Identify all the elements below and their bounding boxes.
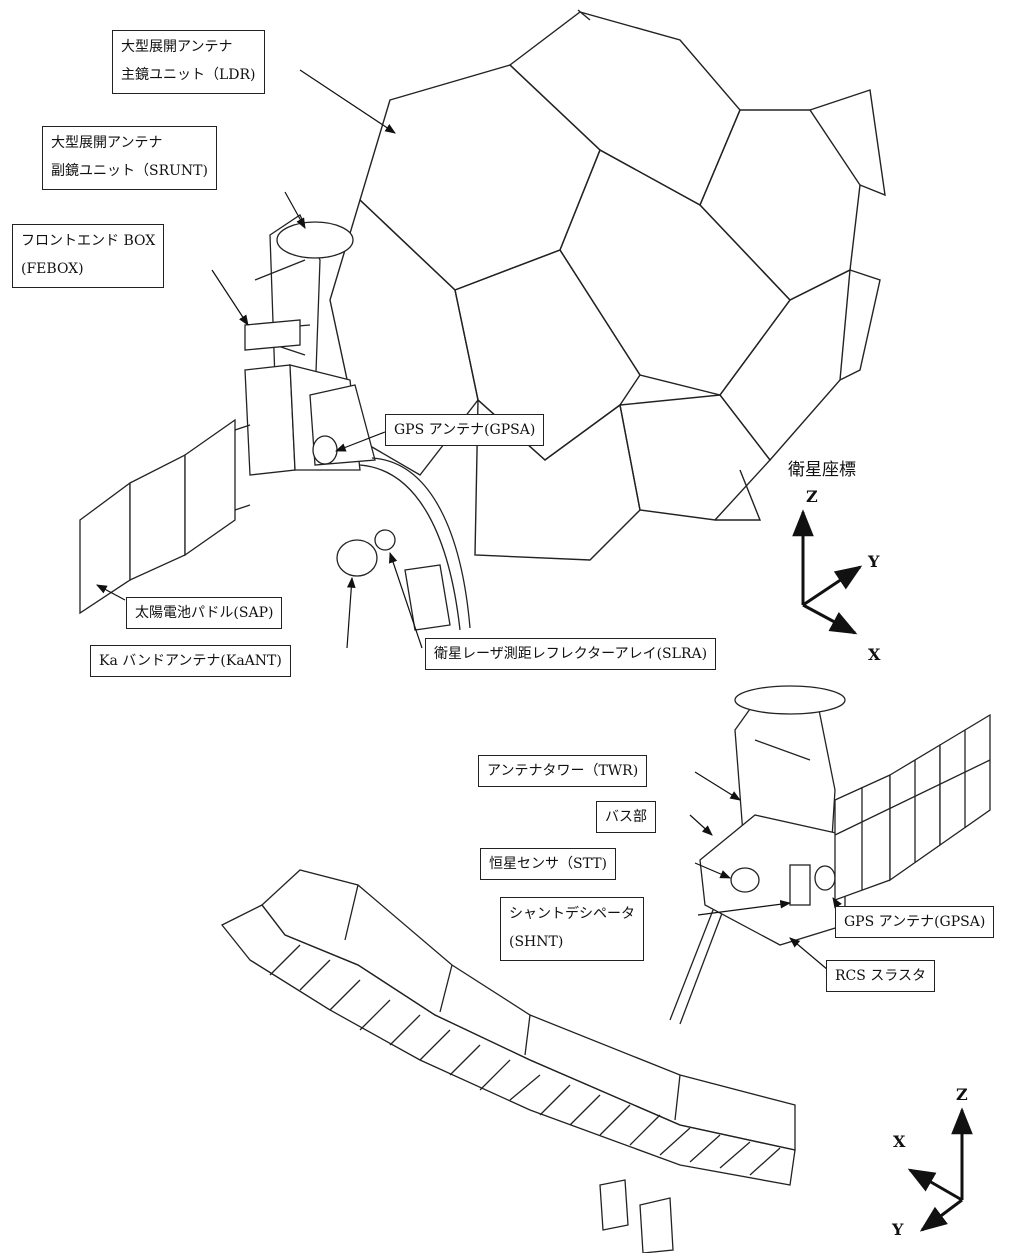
label-twr: アンテナタワー（TWR): [478, 755, 648, 787]
axis-title: 衛星座標: [788, 460, 856, 480]
bottom-bus-structure: [699, 685, 846, 946]
label-srunt: 大型展開アンテナ 副鏡ユニット（SRUNT): [42, 126, 217, 190]
top-leader-lines: [96, 69, 423, 649]
top-axis-z: Z: [806, 487, 818, 506]
label-gpsa-bottom: GPS アンテナ(GPSA): [835, 906, 995, 938]
bottom-reflector: [220, 869, 796, 1253]
bottom-solar-paddle: [834, 713, 991, 901]
bottom-axis-y: Y: [892, 1220, 904, 1239]
label-gpsa-top: GPS アンテナ(GPSA): [385, 414, 545, 446]
label-sap: 太陽電池パドル(SAP): [126, 597, 283, 629]
bottom-axis-x: X: [893, 1132, 906, 1151]
label-stt: 恒星センサ（STT): [480, 848, 616, 880]
top-axis-y: Y: [868, 552, 880, 571]
label-kaant: Ka バンドアンテナ(KaANT): [90, 645, 291, 677]
antenna-boom: [336, 457, 471, 631]
label-shnt: シャントデシペータ (SHNT): [500, 897, 644, 961]
bottom-axis-z: Z: [956, 1085, 968, 1104]
bottom-axis-arrows: [907, 1107, 973, 1232]
label-febox: フロントエンド BOX (FEBOX): [12, 224, 165, 288]
ldr-reflector: [329, 9, 886, 561]
label-ldr: 大型展開アンテナ 主鏡ユニット（LDR): [112, 30, 265, 94]
top-axis-arrows: [792, 509, 863, 635]
label-slra: 衛星レーザ測距レフレクターアレイ(SLRA): [425, 638, 717, 670]
label-rcs: RCS スラスタ: [826, 960, 936, 992]
solar-paddle: [79, 418, 251, 615]
bottom-boom: [669, 904, 725, 1025]
top-axis-x: X: [868, 645, 881, 664]
label-bus: バス部: [596, 801, 656, 833]
top-bus-structure: [244, 214, 376, 476]
